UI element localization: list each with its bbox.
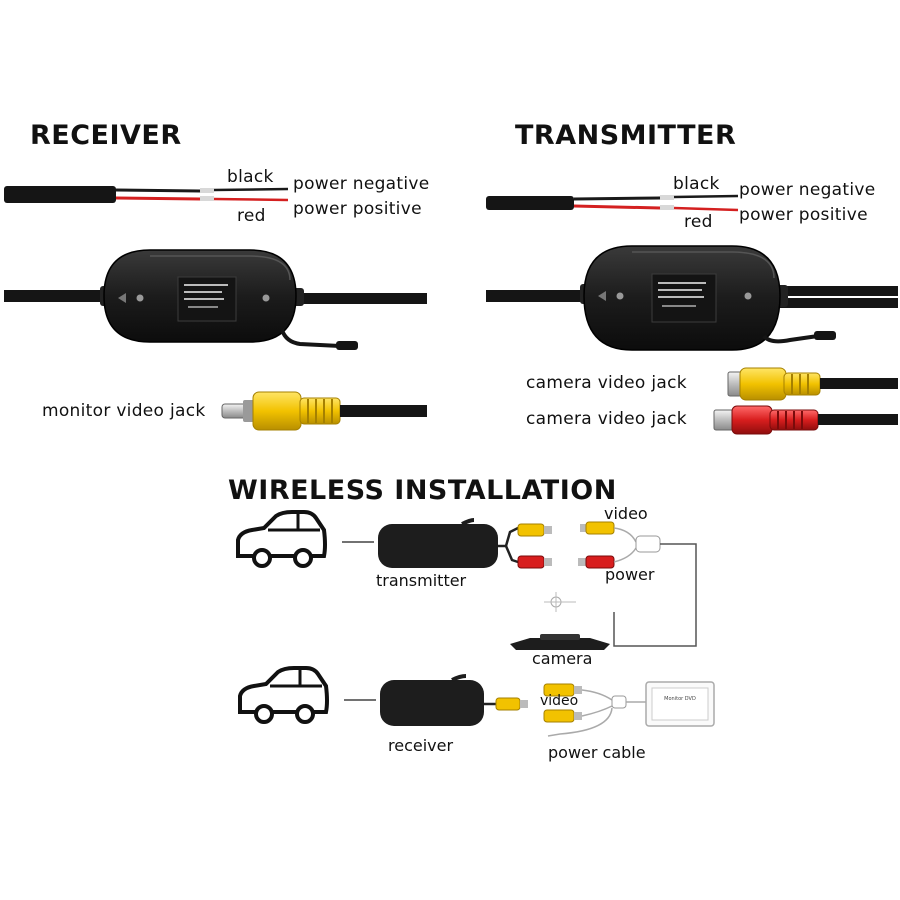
receiver-power-negative-label: power negative xyxy=(293,174,430,194)
transmitter-box xyxy=(378,518,519,568)
transmitter-small-connectors xyxy=(517,521,697,647)
camera-label: camera xyxy=(532,649,593,668)
receiver-black-wire-label: black xyxy=(227,167,274,187)
receiver-small-connectors xyxy=(543,683,646,737)
transmitter-power-negative-label: power negative xyxy=(739,180,876,200)
receiver-rca-plug xyxy=(221,391,427,431)
video-label-bottom: video xyxy=(540,693,579,709)
installation-section xyxy=(236,510,715,737)
transmitter-section xyxy=(486,194,898,435)
receiver-label: receiver xyxy=(388,736,454,755)
receiver-box xyxy=(380,674,528,726)
car-icon-top xyxy=(236,510,327,568)
transmitter-module xyxy=(486,245,898,351)
power-cable-label: power cable xyxy=(548,743,646,762)
transmitter-red-wire-label: red xyxy=(684,212,713,232)
transmitter-label: transmitter xyxy=(376,571,467,590)
wireless-installation-title: WIRELESS INSTALLATION xyxy=(228,475,617,506)
monitor-box-label: Monitor DVD xyxy=(664,696,696,702)
car-icon-bottom xyxy=(238,666,329,724)
video-label-top: video xyxy=(604,504,648,523)
monitor-icon xyxy=(645,681,715,727)
transmitter-dc-red xyxy=(713,405,898,435)
receiver-module xyxy=(4,249,427,350)
receiver-section xyxy=(4,186,427,431)
monitor-video-jack-label: monitor video jack xyxy=(42,401,206,421)
receiver-power-positive-label: power positive xyxy=(293,199,422,219)
transmitter-black-wire-label: black xyxy=(673,174,720,194)
receiver-power-lead xyxy=(4,186,289,203)
receiver-title: RECEIVER xyxy=(30,120,182,151)
receiver-red-wire-label: red xyxy=(237,206,266,226)
transmitter-title: TRANSMITTER xyxy=(515,120,737,151)
power-label: power xyxy=(605,565,655,584)
transmitter-power-positive-label: power positive xyxy=(739,205,868,225)
camera-icon xyxy=(510,592,610,650)
camera-video-jack-label-2: camera video jack xyxy=(526,409,687,429)
transmitter-power-lead xyxy=(486,194,739,212)
camera-video-jack-label-1: camera video jack xyxy=(526,373,687,393)
transmitter-rca-yellow xyxy=(727,367,898,401)
